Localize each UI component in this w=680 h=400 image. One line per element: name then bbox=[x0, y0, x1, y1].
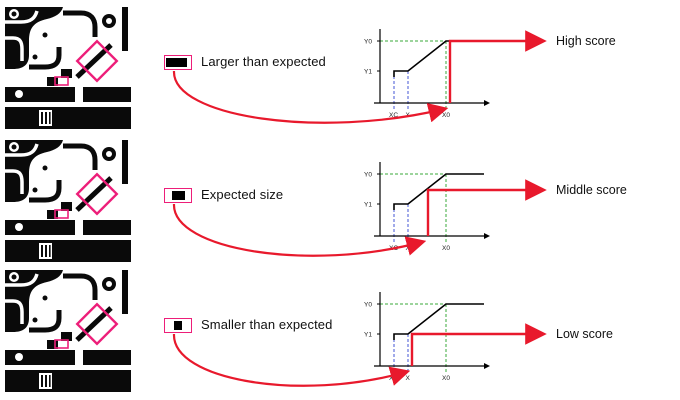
row-smaller-than-expected: Smaller than expected Low score bbox=[0, 268, 680, 400]
score-label: Low score bbox=[556, 327, 613, 341]
pcb-image bbox=[5, 140, 131, 262]
size-swatch-expected bbox=[164, 188, 192, 203]
pcb-image bbox=[5, 7, 131, 129]
size-swatch-larger bbox=[164, 55, 192, 70]
swatch-fill bbox=[166, 58, 187, 67]
score-label: High score bbox=[556, 34, 616, 48]
score-function-graph bbox=[358, 286, 493, 388]
row-expected-size: Expected size Middle score bbox=[0, 138, 680, 270]
swatch-fill bbox=[171, 191, 185, 200]
row-larger-than-expected: Larger than expected High score bbox=[0, 5, 680, 137]
row-label: Smaller than expected bbox=[201, 317, 333, 332]
size-swatch-smaller bbox=[164, 318, 192, 333]
score-label: Middle score bbox=[556, 183, 627, 197]
swatch-fill bbox=[174, 321, 182, 330]
row-label: Expected size bbox=[201, 187, 284, 202]
pcb-image bbox=[5, 270, 131, 392]
score-function-graph bbox=[358, 156, 493, 258]
row-label: Larger than expected bbox=[201, 54, 326, 69]
score-function-graph bbox=[358, 23, 493, 125]
